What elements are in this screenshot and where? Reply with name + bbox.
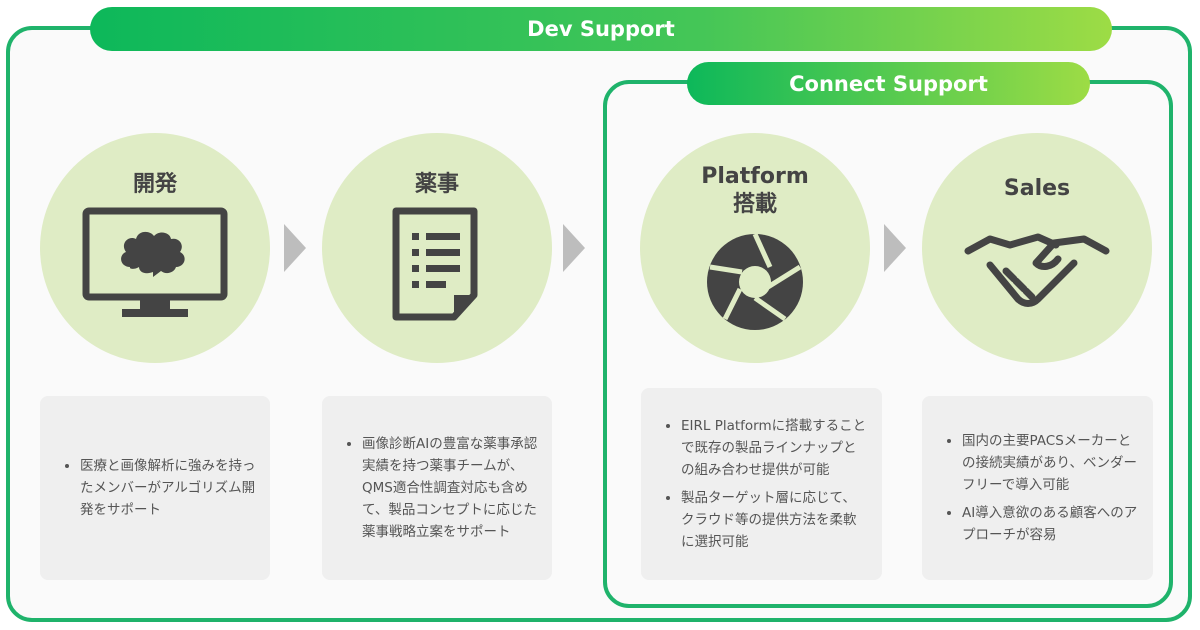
description-card: 画像診断AIの豊富な薬事承認実績を持つ薬事チームが、QMS適合性調査対応も含めて… <box>322 396 552 580</box>
description-card: 医療と画像解析に強みを持ったメンバーがアルゴリズム開発をサポート <box>40 396 270 580</box>
step-title: 開発 <box>132 172 177 197</box>
bullet-item: AI導入意欲のある顧客へのアプローチが容易 <box>962 502 1139 546</box>
aperture-icon <box>707 232 803 330</box>
arrow-right-icon <box>884 224 906 272</box>
bullet-item: EIRL Platformに搭載することで既存の製品ラインナップとの組み合わせ提… <box>681 415 868 481</box>
arrow-right-icon <box>284 224 306 272</box>
connect-support-label: Connect Support <box>687 62 1090 105</box>
step-regulatory: 薬事 <box>322 133 552 363</box>
step-title: Platform <box>701 164 809 189</box>
arrow-right-icon <box>563 224 585 272</box>
description-card: 国内の主要PACSメーカーとの接続実績があり、ベンダーフリーで導入可能 AI導入意… <box>922 396 1153 580</box>
bullet-item: 医療と画像解析に強みを持ったメンバーがアルゴリズム開発をサポート <box>80 455 256 521</box>
description-card: EIRL Platformに搭載することで既存の製品ラインナップとの組み合わせ提… <box>641 388 882 580</box>
monitor-brain-icon <box>82 207 228 317</box>
document-list-icon <box>392 207 478 321</box>
bullet-item: 製品ターゲット層に応じて、クラウド等の提供方法を柔軟に選択可能 <box>681 487 868 553</box>
handshake-icon <box>964 233 1110 307</box>
bullet-item: 国内の主要PACSメーカーとの接続実績があり、ベンダーフリーで導入可能 <box>962 430 1139 496</box>
step-title: Sales <box>1003 176 1071 201</box>
dev-support-label: Dev Support <box>90 7 1112 51</box>
step-development: 開発 <box>40 133 270 363</box>
step-sales: Sales <box>922 133 1152 363</box>
step-platform: Platform 搭載 <box>640 133 870 363</box>
bullet-item: 画像診断AIの豊富な薬事承認実績を持つ薬事チームが、QMS適合性調査対応も含めて… <box>362 433 538 543</box>
step-title-line2: 搭載 <box>732 192 777 217</box>
step-title: 薬事 <box>414 172 459 197</box>
